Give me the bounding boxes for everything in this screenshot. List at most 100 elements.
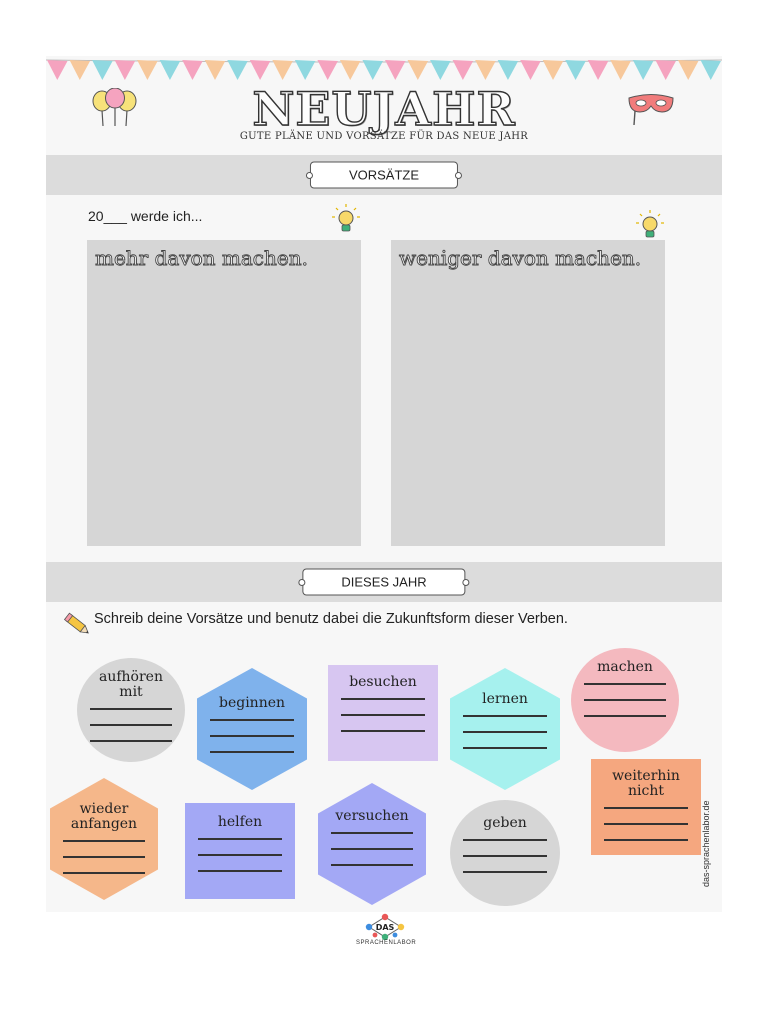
writing-line[interactable] xyxy=(90,708,172,710)
bunting-flag xyxy=(632,60,654,80)
bunting-flag xyxy=(565,60,586,80)
verb-label: versuchen xyxy=(318,809,426,824)
writing-line[interactable] xyxy=(463,839,547,841)
sprachenlabor-logo-icon: DAS xyxy=(365,913,405,941)
section-label-resolutions: VORSÄTZE xyxy=(309,161,459,189)
verb-label-line: geben xyxy=(483,815,527,831)
writing-line[interactable] xyxy=(63,872,145,874)
bunting-flag xyxy=(497,60,519,80)
instruction-text: Schreib deine Vorsätze und benutz dabei … xyxy=(94,611,568,627)
writing-line[interactable] xyxy=(604,839,688,841)
verb-label-line: mit xyxy=(119,684,143,700)
logo-subtext: SPRACHENLABOR xyxy=(356,940,417,946)
bunting-flag xyxy=(317,60,338,80)
writing-line[interactable] xyxy=(341,698,425,700)
year-prompt: 20___ werde ich... xyxy=(88,208,203,224)
writing-line[interactable] xyxy=(210,735,294,737)
bunting-flag xyxy=(137,60,158,80)
verb-shape-machen[interactable]: machen xyxy=(571,648,679,752)
writing-line[interactable] xyxy=(63,856,145,858)
bunting-flag xyxy=(700,60,721,80)
verb-label-line: wieder xyxy=(79,801,129,817)
bunting-flag xyxy=(542,60,564,80)
writing-line[interactable] xyxy=(341,730,425,732)
verb-label-line: helfen xyxy=(217,814,263,830)
writing-line[interactable] xyxy=(604,823,688,825)
writing-line[interactable] xyxy=(331,864,413,866)
balloons-icon xyxy=(92,88,137,127)
lightbulb-icon xyxy=(636,210,664,238)
bunting-flag xyxy=(114,60,136,80)
verb-label-line: nicht xyxy=(628,783,664,799)
writing-line[interactable] xyxy=(341,714,425,716)
bunting-flag xyxy=(385,60,406,80)
verb-label-line: besuchen xyxy=(349,674,417,690)
writing-line[interactable] xyxy=(463,871,547,873)
less-box[interactable]: weniger davon machen. xyxy=(391,240,665,546)
bunting-flag xyxy=(294,60,316,80)
writing-line[interactable] xyxy=(463,855,547,857)
writing-line[interactable] xyxy=(584,699,666,701)
pencil-icon xyxy=(64,612,89,634)
writing-line[interactable] xyxy=(90,740,172,742)
section-band-resolutions: VORSÄTZE xyxy=(46,155,722,195)
verb-shape-helfen[interactable]: helfen xyxy=(185,803,295,899)
verb-shape-geben[interactable]: geben xyxy=(450,800,560,906)
bunting-flag xyxy=(182,60,203,80)
writing-line[interactable] xyxy=(463,747,547,749)
bunting-flag xyxy=(339,60,361,80)
bunting-flag xyxy=(159,60,181,80)
writing-line[interactable] xyxy=(331,832,413,834)
bunting-flag xyxy=(677,60,699,80)
bunting-flag xyxy=(92,60,113,80)
bunting-flag xyxy=(272,60,293,80)
writing-line[interactable] xyxy=(198,838,282,840)
footer-url: das-sprachenlabor.de xyxy=(701,800,711,887)
verb-label: helfen xyxy=(185,815,295,830)
more-box[interactable]: mehr davon machen. xyxy=(87,240,361,546)
verb-label: lernen xyxy=(450,692,560,707)
writing-line[interactable] xyxy=(604,807,688,809)
verb-label-line: weiterhin xyxy=(612,768,680,784)
bunting-flag xyxy=(249,60,271,80)
section-band-this-year: DIESES JAHR xyxy=(46,562,722,602)
bunting-flag xyxy=(452,60,474,80)
bunting-garland xyxy=(46,59,722,80)
bunting-flag xyxy=(407,60,429,80)
bunting-flag xyxy=(520,60,541,80)
writing-line[interactable] xyxy=(584,683,666,685)
writing-line[interactable] xyxy=(463,715,547,717)
bunting-flag xyxy=(227,60,248,80)
verb-label: geben xyxy=(450,816,560,831)
bunting-flag xyxy=(610,60,631,80)
writing-line[interactable] xyxy=(210,751,294,753)
verb-label: besuchen xyxy=(328,675,438,690)
writing-line[interactable] xyxy=(210,719,294,721)
writing-line[interactable] xyxy=(90,724,172,726)
writing-line[interactable] xyxy=(198,854,282,856)
verb-label-line: aufhören xyxy=(99,669,163,685)
more-box-title: mehr davon machen. xyxy=(95,246,309,271)
verb-label-line: lernen xyxy=(482,691,528,707)
verb-shape-besuchen[interactable]: besuchen xyxy=(328,665,438,761)
bunting-flag xyxy=(69,60,91,80)
writing-line[interactable] xyxy=(331,848,413,850)
verb-label-line: versuchen xyxy=(335,808,409,824)
page-title: NEUJAHR xyxy=(252,81,516,136)
writing-line[interactable] xyxy=(198,870,282,872)
verb-label-line: machen xyxy=(597,659,653,675)
writing-line[interactable] xyxy=(584,715,666,717)
writing-line[interactable] xyxy=(463,731,547,733)
writing-line[interactable] xyxy=(63,840,145,842)
bunting-flag xyxy=(362,60,383,80)
bunting-flag xyxy=(475,60,496,80)
party-mask-icon xyxy=(628,94,674,126)
bunting-flag xyxy=(655,60,676,80)
bunting-flag xyxy=(204,60,226,80)
logo-text: DAS xyxy=(376,923,395,932)
verb-label: machen xyxy=(571,660,679,675)
